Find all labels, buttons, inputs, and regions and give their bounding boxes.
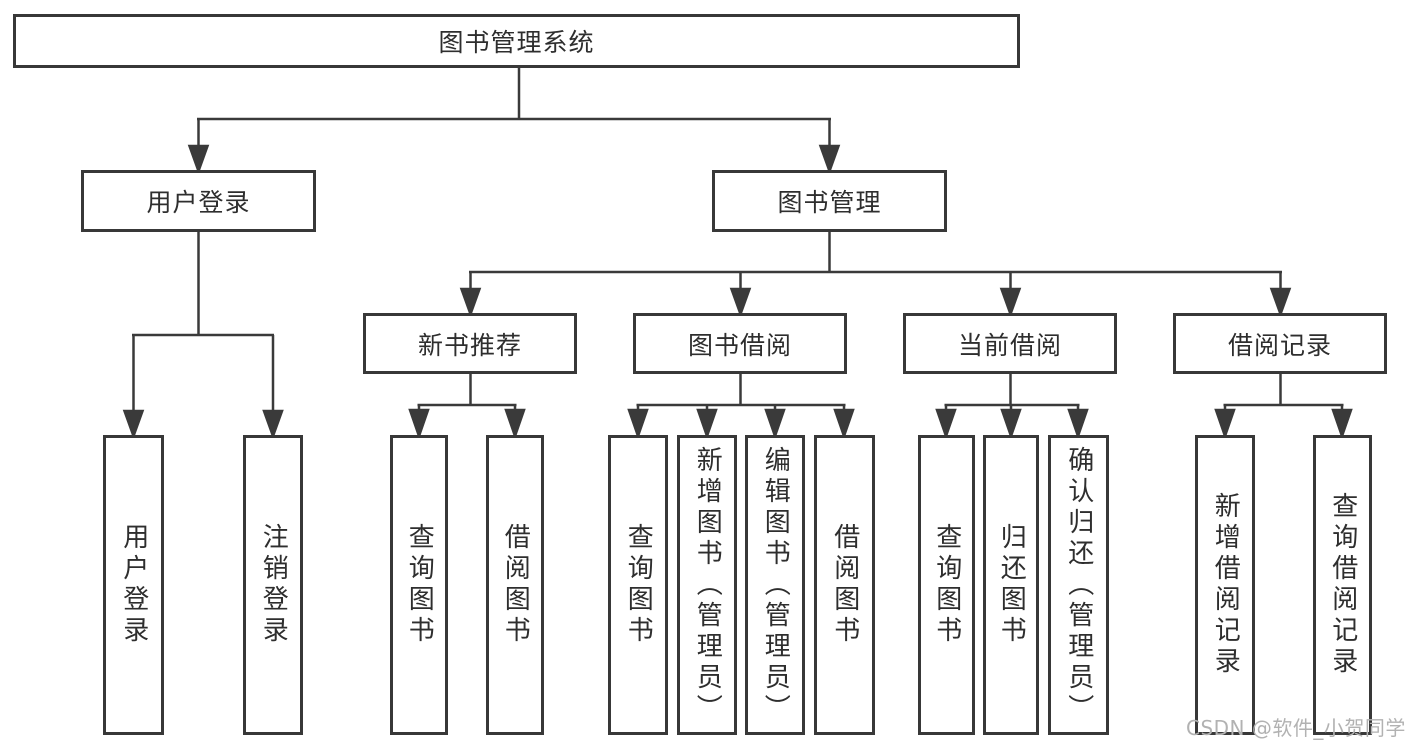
leaf-borrow-books: 借阅图书 xyxy=(814,435,875,735)
node-current-borrow-label: 当前借阅 xyxy=(957,330,1062,360)
leaf-add-borrow-record-label: 新增借阅记录 xyxy=(1210,492,1241,678)
leaf-edit-books-admin-label: 编辑图书（管理员） xyxy=(760,445,791,725)
leaf-add-borrow-record: 新增借阅记录 xyxy=(1195,435,1255,735)
node-user-login-label: 用户登录 xyxy=(146,188,251,217)
leaf-query-books-recommend-label: 查询图书 xyxy=(404,523,435,647)
node-root-label: 图书管理系统 xyxy=(438,28,595,57)
leaf-user-login-label: 用户登录 xyxy=(118,523,149,647)
leaf-borrow-books-label: 借阅图书 xyxy=(829,523,860,647)
node-root: 图书管理系统 xyxy=(13,14,1020,68)
edge-book-mgmt-to-level2 xyxy=(459,231,1292,318)
leaf-query-books-current: 查询图书 xyxy=(918,435,975,735)
leaf-query-books-recommend: 查询图书 xyxy=(390,435,448,735)
node-borrow-record-label: 借阅记录 xyxy=(1227,330,1332,360)
leaf-edit-books-admin: 编辑图书（管理员） xyxy=(745,435,805,735)
leaf-confirm-return-admin: 确认归还（管理员） xyxy=(1048,435,1109,735)
leaf-borrow-books-recommend: 借阅图书 xyxy=(486,435,544,735)
node-book-borrow: 图书借阅 xyxy=(633,313,847,374)
csdn-watermark: CSDN @软件_小贺同学 xyxy=(1186,716,1405,740)
leaf-return-books: 归还图书 xyxy=(983,435,1039,735)
leaf-query-books-borrow: 查询图书 xyxy=(608,435,668,735)
node-book-borrow-label: 图书借阅 xyxy=(687,330,792,360)
edge-user-login-to-leaves xyxy=(122,231,284,440)
leaf-borrow-books-recommend-label: 借阅图书 xyxy=(500,523,531,647)
node-book-management: 图书管理 xyxy=(712,170,947,232)
node-borrow-record: 借阅记录 xyxy=(1173,313,1387,374)
edge-book-borrow-to-leaves xyxy=(627,373,855,440)
edge-current-borrow-to-leaves xyxy=(935,373,1089,440)
node-book-management-label: 图书管理 xyxy=(777,188,882,217)
leaf-user-login: 用户登录 xyxy=(103,435,164,735)
edge-root-to-level1 xyxy=(187,67,841,175)
node-new-book-recommend: 新书推荐 xyxy=(363,313,577,374)
leaf-logout: 注销登录 xyxy=(243,435,303,735)
leaf-query-books-current-label: 查询图书 xyxy=(931,523,962,647)
node-new-book-recommend-label: 新书推荐 xyxy=(417,330,522,360)
leaf-return-books-label: 归还图书 xyxy=(996,523,1027,647)
leaf-query-borrow-record: 查询借阅记录 xyxy=(1313,435,1372,735)
edge-new-book-to-leaves xyxy=(408,373,526,440)
leaf-add-books-admin: 新增图书（管理员） xyxy=(677,435,737,735)
leaf-confirm-return-admin-label: 确认归还（管理员） xyxy=(1063,445,1094,725)
node-user-login: 用户登录 xyxy=(81,170,316,232)
leaf-add-books-admin-label: 新增图书（管理员） xyxy=(692,445,723,725)
edge-borrow-record-to-leaves xyxy=(1214,373,1353,440)
leaf-query-borrow-record-label: 查询借阅记录 xyxy=(1327,492,1358,678)
leaf-query-books-borrow-label: 查询图书 xyxy=(623,523,654,647)
leaf-logout-label: 注销登录 xyxy=(258,523,289,647)
node-current-borrow: 当前借阅 xyxy=(903,313,1117,374)
